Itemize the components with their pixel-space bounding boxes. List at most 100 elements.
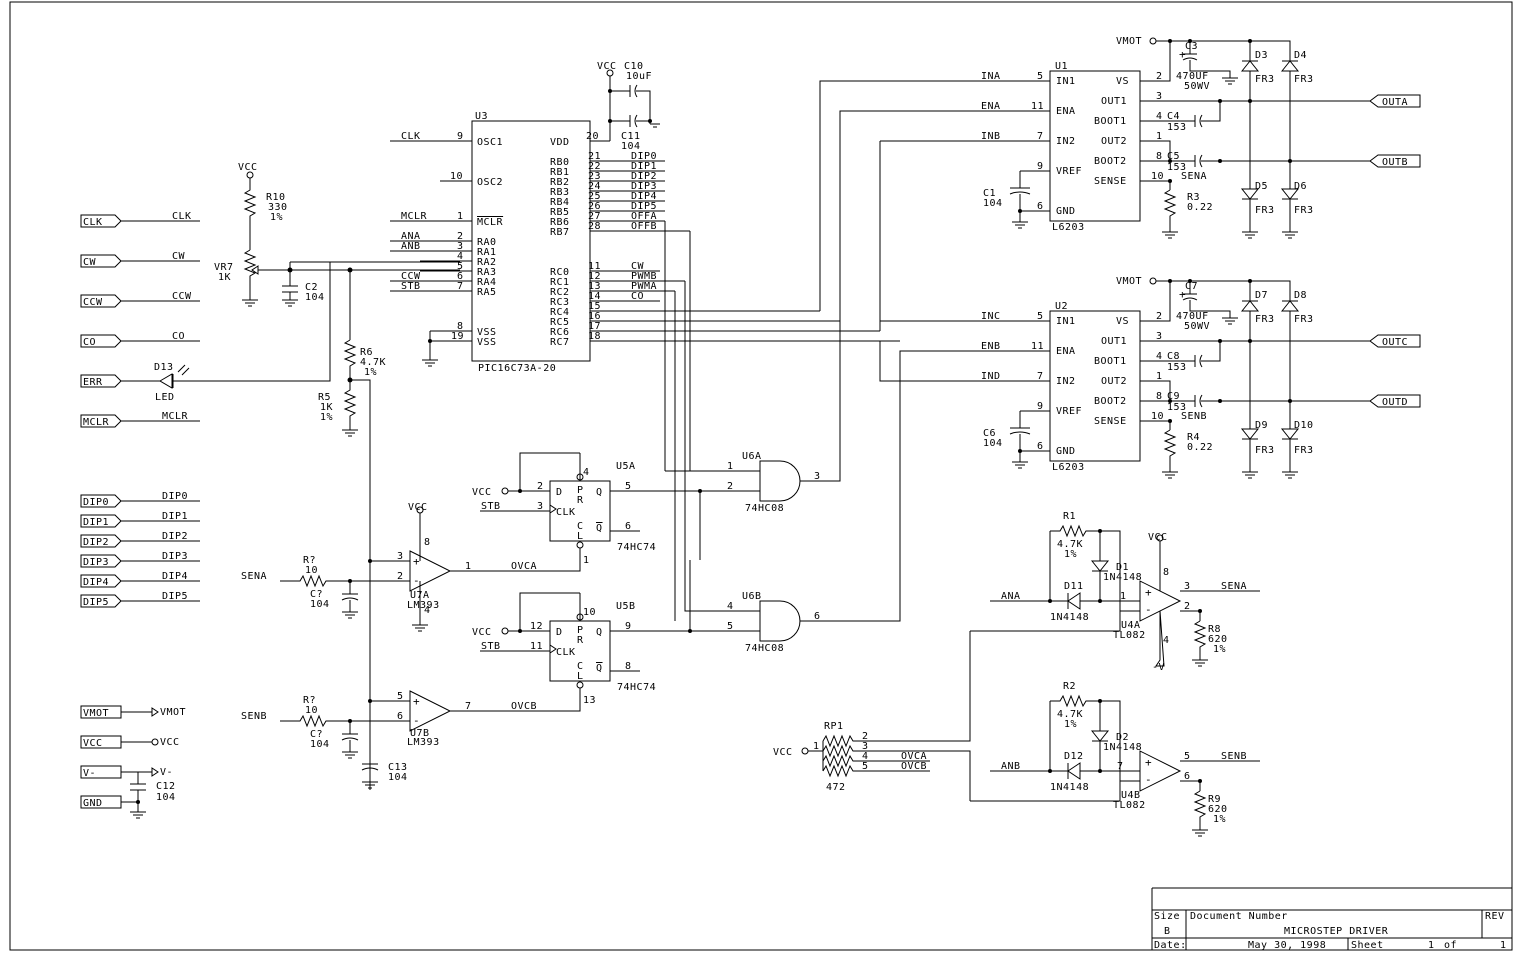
d6-part: FR3	[1294, 205, 1314, 216]
u3-pin: 20	[586, 131, 599, 142]
u3-pin: 24	[588, 181, 601, 192]
u3-pin-name: RA4	[477, 277, 497, 288]
u5b-qb: Q	[596, 663, 603, 674]
power-port-gnd-label: GND	[83, 798, 103, 809]
u2-out1: OUT1	[1101, 336, 1127, 347]
port-cw-label: CW	[83, 257, 97, 268]
driver-u2: U2 L6203 IN1 ENA IN2 VREF GND VS OUT1 BO…	[839, 111, 1370, 479]
net-enb: ENB	[981, 341, 1001, 352]
u4a-ref: U4A	[1121, 620, 1141, 631]
resistor-pack-rp1: VCC RP1 472 1 2 3 4 5 OVCA OVCB	[773, 721, 930, 793]
flipflop-u5b: U5B 74HC74 D CLK Q Q P R C L VCC 12 11 1…	[472, 592, 740, 712]
port-clk: CLK CLK	[80, 211, 200, 228]
port-mclr-label: MCLR	[83, 417, 110, 428]
u3-pin: 9	[457, 131, 464, 142]
rqb-ref: R?	[303, 695, 316, 706]
u3-pin-name: RB1	[550, 167, 570, 178]
net-senb-u2: SENB	[1181, 411, 1207, 422]
u3-net: DIP4	[631, 191, 657, 202]
u2-pin: 8	[1156, 391, 1163, 402]
r1-value: 4.7K	[1057, 539, 1083, 550]
net-stb-a: STB	[481, 501, 501, 512]
u2-boot1: BOOT1	[1094, 356, 1127, 367]
r1-tol: 1%	[1064, 549, 1077, 560]
d5-ref: D5	[1255, 181, 1268, 192]
u2-sense: SENSE	[1094, 416, 1127, 427]
net-sena-out: SENA	[1221, 581, 1247, 592]
u3-pin: 14	[588, 291, 601, 302]
u3-pin-name: OSC1	[477, 137, 503, 148]
u3-net-stb: STB	[401, 281, 421, 292]
u3-pin-name: RC1	[550, 277, 570, 288]
c5-value: 153	[1167, 162, 1187, 173]
title-of-label: of	[1444, 940, 1457, 951]
u3-pin-name: RC6	[550, 327, 570, 338]
c5-ref: C5	[1167, 151, 1180, 162]
u1-ref: U1	[1055, 61, 1068, 72]
c7-value: 470UF	[1176, 311, 1209, 322]
u4a-pin-v: 8	[1163, 567, 1170, 578]
rqa-value: 10	[305, 565, 318, 576]
c2-ref: C2	[305, 282, 318, 293]
u3-pin: 3	[457, 241, 464, 252]
c13-ref: C13	[388, 762, 408, 773]
u3-net: CW	[631, 261, 645, 272]
power-port-vneg-label: V-	[83, 768, 96, 779]
net-sena-u1: SENA	[1181, 171, 1207, 182]
u5b-pin-cl: 13	[583, 695, 596, 706]
power-port-vneg: V- V-	[80, 765, 173, 784]
port-cw: CW CW	[80, 251, 200, 268]
u5a-ref: U5A	[616, 461, 636, 472]
u3-part: PIC16C73A-20	[478, 363, 556, 374]
u3-net-ana: ANA	[401, 231, 421, 242]
u3-pin-name: RB5	[550, 207, 570, 218]
title-sheet-label: Sheet	[1351, 940, 1384, 951]
u2-boot2: BOOT2	[1094, 396, 1127, 407]
u5a-pr-p: P	[577, 485, 584, 496]
c12-value: 104	[156, 792, 176, 803]
u3-pin-name: RB7	[550, 227, 570, 238]
c10-ref: C10	[624, 61, 644, 72]
u3-pin-name: VSS	[477, 327, 497, 338]
u3-pin-name: RB0	[550, 157, 570, 168]
port-list: CLK CLK CW CW CCW CCW CO CO ERR MCLR MCL…	[80, 211, 200, 608]
c7-rating: 50WV	[1184, 321, 1210, 332]
r10-value: 330	[268, 202, 288, 213]
vneg-label-u4a: -V	[1152, 662, 1165, 673]
r4-value: 0.22	[1187, 442, 1213, 453]
u1-out2: OUT2	[1101, 136, 1127, 147]
net-ina: INA	[981, 71, 1001, 82]
d8-ref: D8	[1294, 290, 1307, 301]
u3-left-pins: CLK 9 OSC1 10 OSC2 MCLR 1 MCLR ANA 2 RA0…	[401, 131, 503, 348]
u5b-pin-clk: 11	[530, 641, 543, 652]
c9-value: 153	[1167, 402, 1187, 413]
u5a-d: D	[556, 487, 563, 498]
r5-ref: R5	[318, 392, 331, 403]
cqb-value: 104	[310, 739, 330, 750]
net-ccw: CCW	[172, 291, 192, 302]
u3-pin: 7	[457, 281, 464, 292]
u2-ref: U2	[1055, 301, 1068, 312]
u2-pin: 3	[1156, 331, 1163, 342]
c4-ref: C4	[1167, 111, 1180, 122]
port-ccw: CCW CCW	[80, 291, 200, 308]
c13-value: 104	[388, 772, 408, 783]
u2-gnd: GND	[1056, 446, 1076, 457]
u2-pin: 6	[1037, 441, 1044, 452]
u6a-ref: U6A	[742, 451, 762, 462]
u5b-pin-qb: 8	[625, 661, 632, 672]
port-mclr: MCLR MCLR	[80, 411, 200, 428]
port-dip3-label: DIP3	[83, 557, 109, 568]
u2-pin: 9	[1037, 401, 1044, 412]
r3-ref: R3	[1187, 192, 1200, 203]
u1-boot1: BOOT1	[1094, 116, 1127, 127]
u4b-part: TL082	[1113, 800, 1146, 811]
u1-vref: VREF	[1056, 166, 1082, 177]
u3-pin-name: RA3	[477, 267, 497, 278]
u3-ref: U3	[475, 111, 488, 122]
d9-part: FR3	[1255, 445, 1275, 456]
net-dip5: DIP5	[162, 591, 188, 602]
r6-tol: 1%	[364, 367, 377, 378]
power-port-vmot-label: VMOT	[83, 708, 109, 719]
u3-pin-name: RB4	[550, 197, 570, 208]
